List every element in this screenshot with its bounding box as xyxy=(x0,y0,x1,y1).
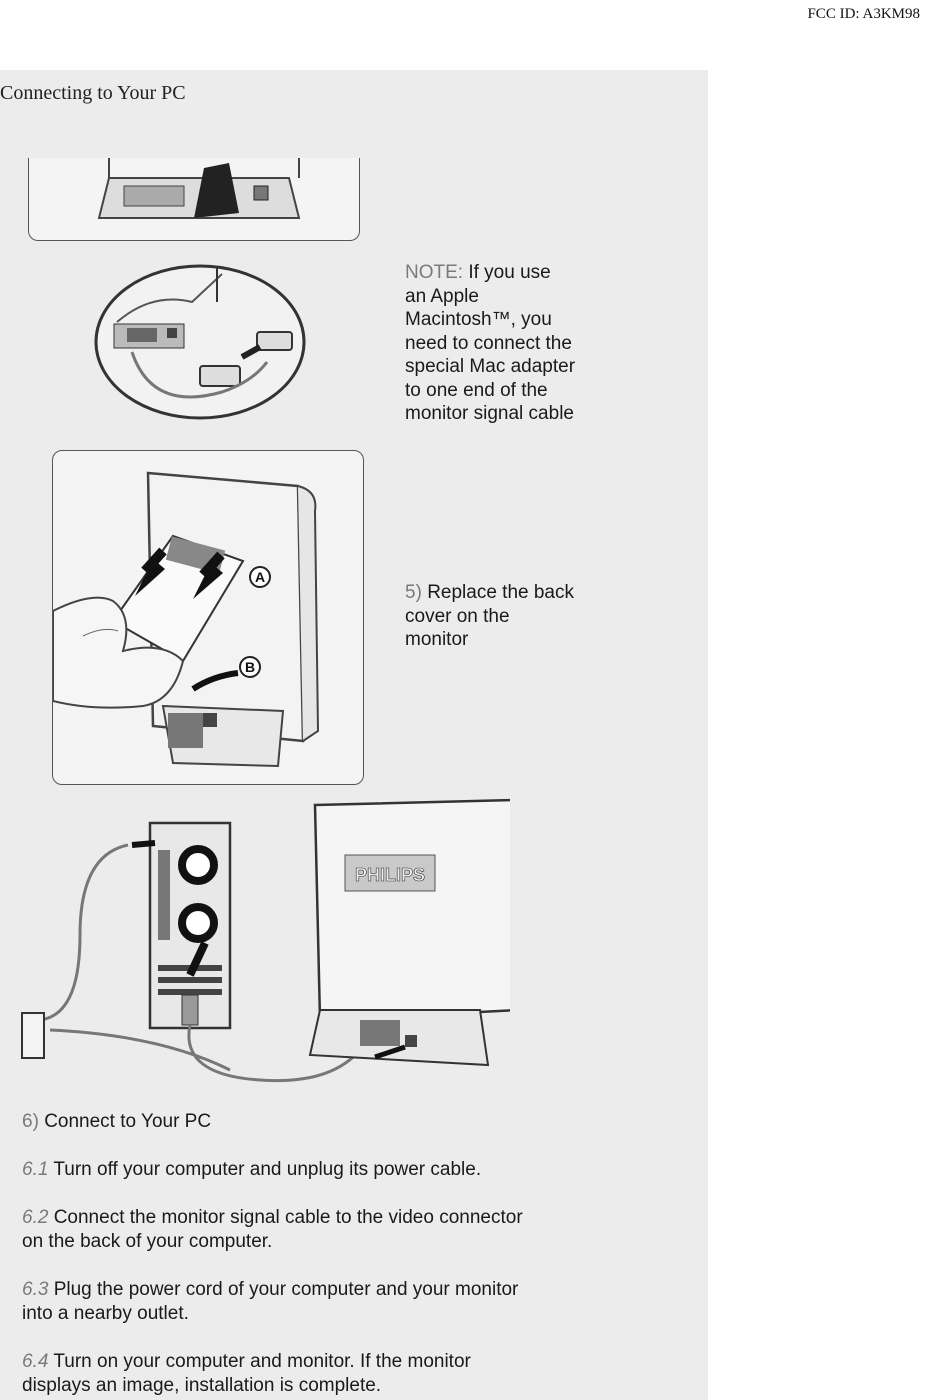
fcc-id-label: FCC ID: A3KM98 xyxy=(807,6,920,22)
monitor-brand-label: PHILIPS xyxy=(355,865,425,885)
substep-number: 6.2 xyxy=(22,1207,49,1228)
step6-heading: 6) Connect to Your PC xyxy=(22,1110,622,1134)
step5-instruction: 5) Replace the back cover on the monitor xyxy=(405,581,605,652)
substep-text: displays an image, installation is compl… xyxy=(22,1375,382,1396)
scanned-manual-page: Connecting to Your PC NOTE: If you use a… xyxy=(0,70,708,1400)
substep-number: 6.3 xyxy=(22,1279,49,1300)
substep-6-4: 6.4 Turn on your computer and monitor. I… xyxy=(22,1350,622,1398)
substep-text: Connect the monitor signal cable to the … xyxy=(53,1207,523,1228)
callout-a-label: A xyxy=(255,569,265,585)
substep-number: 6.1 xyxy=(22,1159,49,1180)
step5-line: monitor xyxy=(405,629,469,650)
monitor-base-illustration xyxy=(97,158,301,219)
substep-6-2: 6.2 Connect the monitor signal cable to … xyxy=(22,1206,622,1254)
note-line: special Mac adapter xyxy=(405,356,576,377)
section-title: Connecting to Your PC xyxy=(0,82,186,104)
note-label: NOTE: xyxy=(405,262,464,283)
back-cover-panel: A B xyxy=(52,450,364,785)
step5-line: Replace the back xyxy=(427,582,575,603)
step5-number: 5) xyxy=(405,582,422,603)
step5-line: cover on the xyxy=(405,605,510,627)
substep-6-1: 6.1 Turn off your computer and unplug it… xyxy=(22,1158,622,1182)
note-line: If you use xyxy=(468,262,551,283)
base-illustration-panel xyxy=(28,158,360,241)
note-line: to one end of the xyxy=(405,379,548,401)
note-line: Macintosh™, you xyxy=(405,309,552,330)
step6-number: 6) xyxy=(22,1111,39,1132)
mac-adapter-illustration xyxy=(94,264,306,420)
substep-6-3: 6.3 Plug the power cord of your computer… xyxy=(22,1278,622,1326)
substep-number: 6.4 xyxy=(22,1351,49,1372)
substep-text: Turn off your computer and unplug its po… xyxy=(53,1159,482,1180)
mac-adapter-note: NOTE: If you use an Apple Macintosh™, yo… xyxy=(405,261,605,426)
substep-text: on the back of your computer. xyxy=(22,1231,273,1252)
callout-b-marker: B xyxy=(239,656,261,678)
callout-a-marker: A xyxy=(249,566,271,588)
note-line: monitor signal cable xyxy=(405,403,574,424)
back-cover-illustration xyxy=(53,471,320,768)
substep-text: Plug the power cord of your computer and… xyxy=(53,1279,519,1300)
callout-b-label: B xyxy=(245,659,255,675)
step6-instructions: 6) Connect to Your PC 6.1 Turn off your … xyxy=(22,1110,622,1398)
substep-text: into a nearby outlet. xyxy=(22,1303,189,1324)
step6-title: Connect to Your PC xyxy=(44,1111,212,1132)
note-line: an Apple xyxy=(405,285,479,307)
pc-connection-illustration: PHILIPS xyxy=(21,798,510,1083)
note-line: need to connect the xyxy=(405,332,572,354)
substep-text: Turn on your computer and monitor. If th… xyxy=(53,1351,471,1372)
